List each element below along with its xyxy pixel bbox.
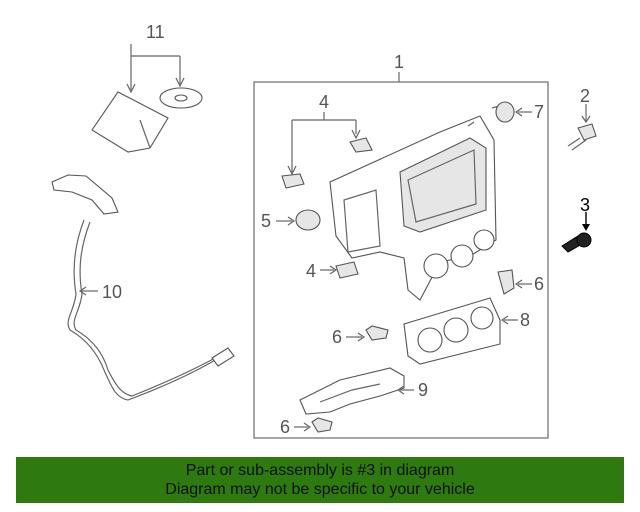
part-5-knob: 5	[261, 209, 321, 231]
callout-3: 3	[580, 195, 590, 215]
callout-5: 5	[261, 211, 271, 231]
part-10-cable: 10	[51, 174, 235, 401]
part-11-manual-and-disc: 11	[91, 22, 203, 153]
part-2-bolt: 2	[567, 86, 597, 151]
part-4-clip-lower: 4	[306, 261, 359, 281]
notice-banner: Part or sub-assembly is #3 in diagram Di…	[16, 457, 624, 503]
callout-6-bottom: 6	[280, 417, 290, 437]
callout-4-top: 4	[319, 92, 329, 112]
callout-6-mid: 6	[332, 327, 342, 347]
callout-11: 11	[146, 22, 165, 42]
part-1-frame: 1	[253, 52, 549, 439]
notice-line-2: Diagram may not be specific to your vehi…	[165, 481, 475, 498]
part-1-radio-bezel	[329, 103, 507, 301]
notice-line-1: Part or sub-assembly is #3 in diagram	[185, 462, 455, 479]
callout-6-right: 6	[534, 274, 544, 294]
part-7-knob: 7	[495, 101, 544, 123]
callout-2: 2	[580, 86, 590, 106]
callout-1: 1	[394, 52, 404, 72]
part-4-clips-upper: 4	[281, 92, 373, 189]
part-3-screw-highlighted: 3	[561, 195, 592, 253]
callout-4-bottom: 4	[306, 261, 316, 281]
part-8-climate-control: 8	[403, 297, 530, 365]
part-6-screws: 6 6 6	[280, 269, 544, 437]
part-9-bracket: 9	[299, 367, 428, 415]
callout-9: 9	[418, 380, 428, 400]
parts-diagram: 11 10 1 4 7	[51, 22, 597, 439]
callout-8: 8	[520, 310, 530, 330]
callout-10: 10	[102, 282, 122, 302]
callout-7: 7	[534, 102, 544, 122]
